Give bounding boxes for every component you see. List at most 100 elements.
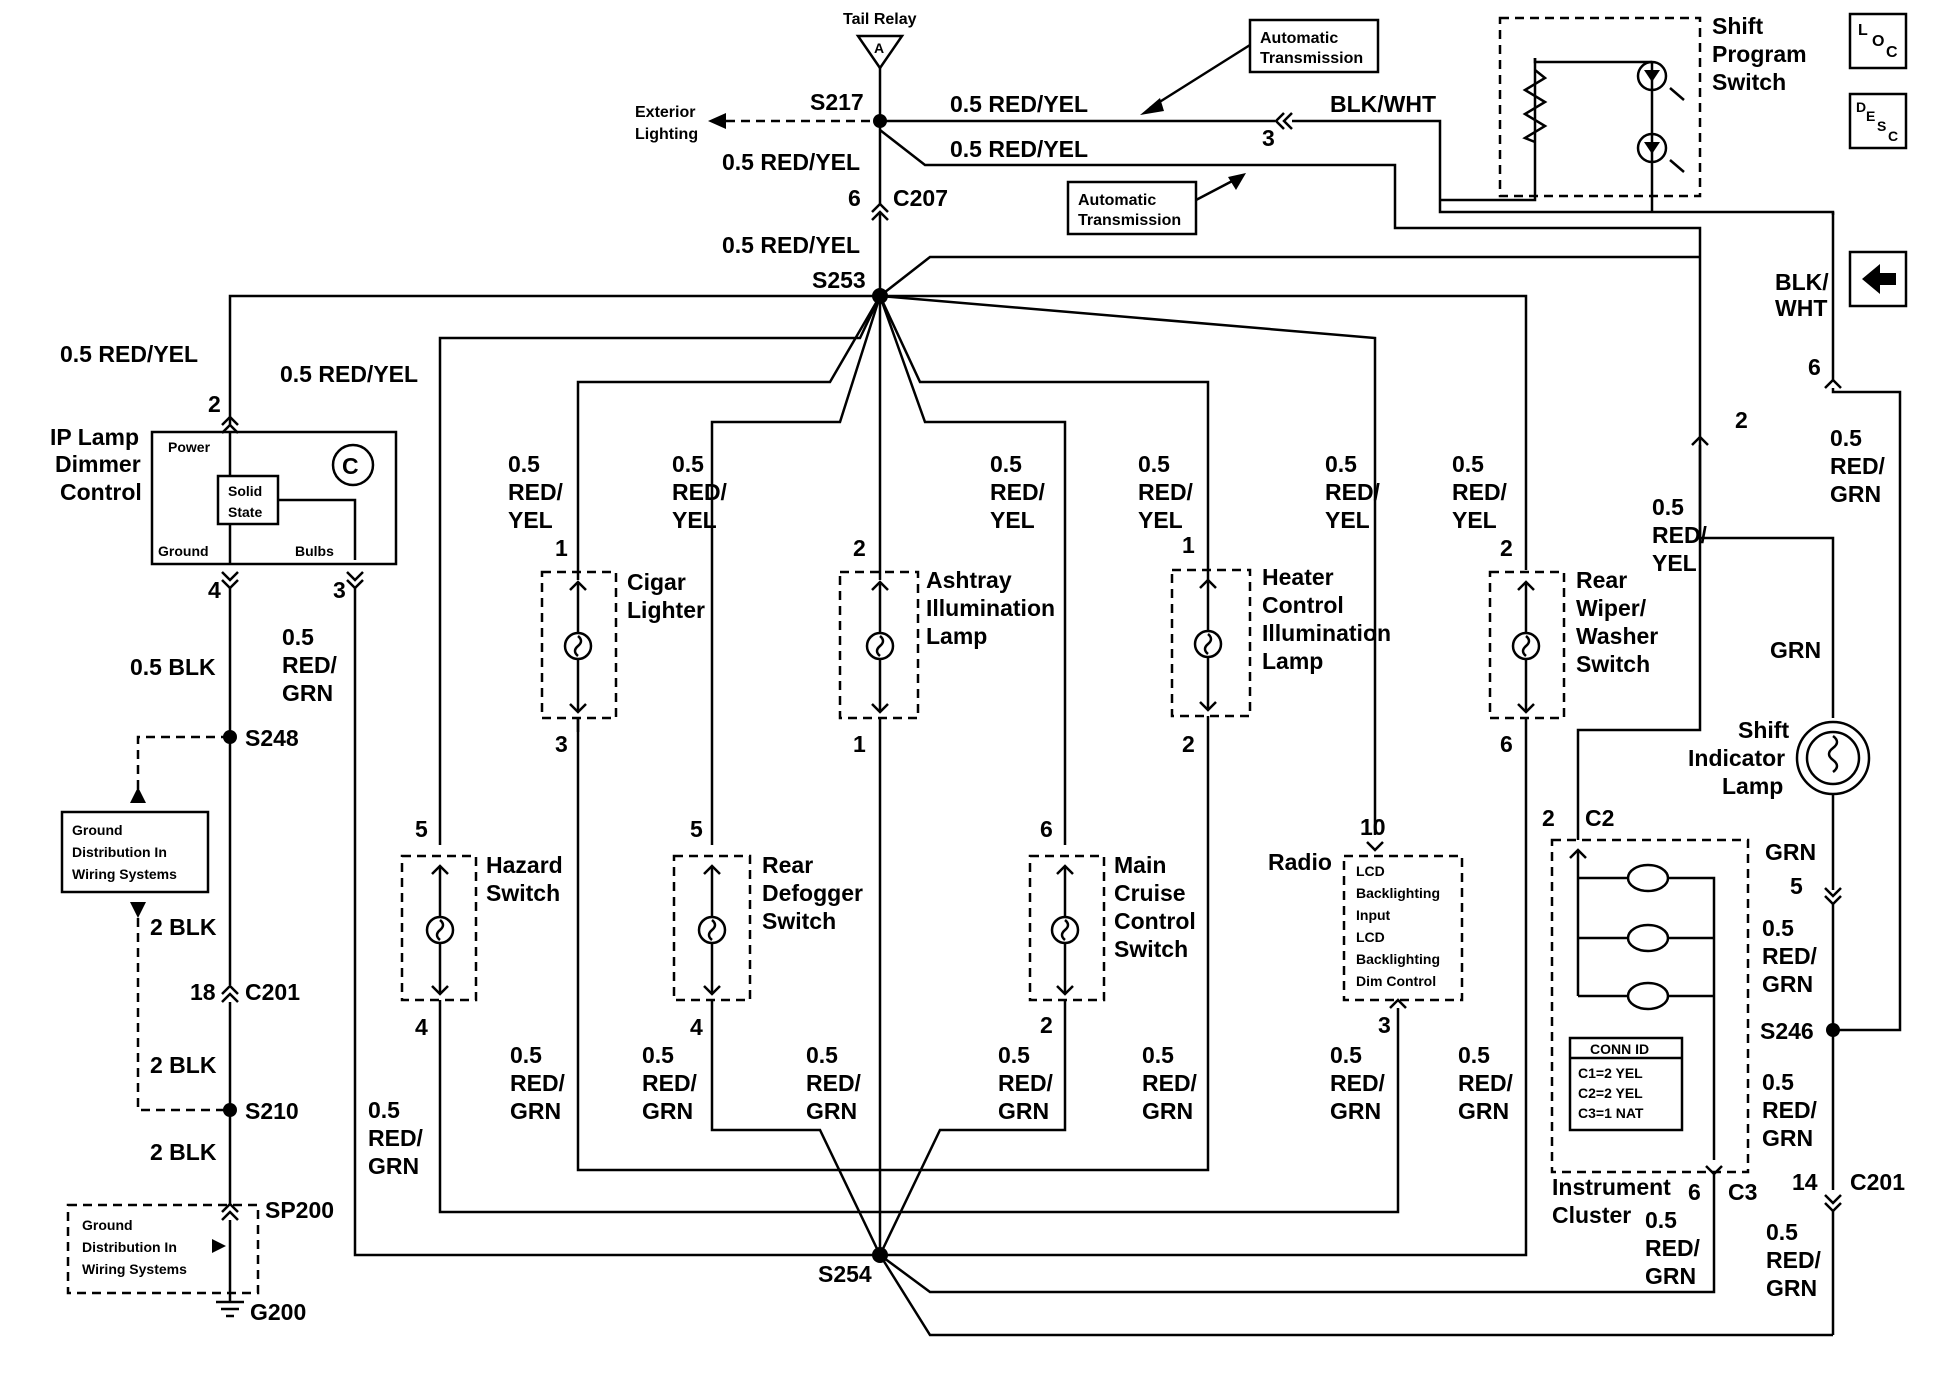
wire-label: RED/	[1766, 1247, 1822, 1273]
pin-label: 1	[555, 535, 568, 561]
automatic-transmission-box-1: Automatic Transmission	[1248, 18, 1380, 74]
svg-text:LCD: LCD	[1356, 929, 1385, 945]
wire-label: GRN	[510, 1098, 561, 1124]
pin-label: 6	[1500, 731, 1513, 757]
svg-text:Control: Control	[60, 479, 142, 505]
wire-label: 0.5	[806, 1042, 838, 1068]
svg-text:Distribution In: Distribution In	[82, 1239, 177, 1255]
wire-label: RED/	[1762, 943, 1818, 969]
wire-label: GRN	[1765, 839, 1816, 865]
svg-text:Tail Relay: Tail Relay	[843, 11, 917, 28]
svg-text:Control: Control	[1114, 908, 1196, 934]
wire-label: RED/	[510, 1070, 566, 1096]
wire-label: 0.5	[672, 451, 704, 477]
wire-label: GRN	[1770, 637, 1821, 663]
svg-text:C3=1 NAT: C3=1 NAT	[1578, 1105, 1644, 1121]
svg-text:Power: Power	[168, 439, 211, 455]
svg-text:Bulbs: Bulbs	[295, 543, 334, 559]
arrow-up-icon	[130, 787, 146, 803]
svg-text:Wiper/: Wiper/	[1576, 595, 1647, 621]
splice-s246	[1826, 1023, 1840, 1037]
wire-label: WHT	[1775, 295, 1827, 321]
wire-label: 0.5	[1138, 451, 1170, 477]
wire-label: RED/	[1645, 1235, 1701, 1261]
wire-label: RED/	[642, 1070, 698, 1096]
svg-text:D: D	[1856, 99, 1866, 115]
wire-label: RED/	[368, 1125, 424, 1151]
svg-text:Cigar: Cigar	[627, 569, 686, 595]
svg-text:S: S	[1877, 118, 1886, 134]
wire-label: RED/	[1330, 1070, 1386, 1096]
wire-label: RED/	[806, 1070, 862, 1096]
svg-text:Lamp: Lamp	[1262, 648, 1323, 674]
svg-text:Illumination: Illumination	[926, 595, 1055, 621]
rear-defogger-switch: Rear Defogger Switch	[672, 852, 863, 1002]
wire-label: 0.5	[508, 451, 540, 477]
wire-label: YEL	[1325, 507, 1370, 533]
wire-label: YEL	[508, 507, 553, 533]
pin-label: 2	[1500, 535, 1513, 561]
pin-label: 3	[1378, 1012, 1391, 1038]
shift-indicator-lamp: Shift Indicator Lamp	[1688, 717, 1871, 799]
svg-text:Defogger: Defogger	[762, 880, 863, 906]
wire-label: YEL	[672, 507, 717, 533]
svg-text:Lamp: Lamp	[926, 623, 987, 649]
wire-label: BLK/	[1775, 269, 1829, 295]
s246-label: S246	[1760, 1018, 1814, 1044]
c207-label: C207	[893, 185, 948, 211]
wire-label: 0.5	[1142, 1042, 1174, 1068]
svg-text:C: C	[1888, 128, 1898, 144]
wire-label: RED/	[1452, 479, 1508, 505]
svg-text:Wiring Systems: Wiring Systems	[72, 866, 177, 882]
wire-label: RED/	[1458, 1070, 1514, 1096]
splice-s210	[223, 1103, 237, 1117]
s210-label: S210	[245, 1098, 299, 1124]
pin-label: 6	[1688, 1179, 1701, 1205]
automatic-transmission-box-2: Automatic Transmission	[1066, 180, 1198, 236]
pin-label: 3	[555, 731, 568, 757]
svg-text:Lighting: Lighting	[635, 126, 698, 143]
c3-label: C3	[1728, 1179, 1757, 1205]
ground-distribution-box-2: Ground Distribution In Wiring Systems	[66, 1203, 260, 1295]
svg-text:Washer: Washer	[1576, 623, 1658, 649]
s253-label: S253	[812, 267, 866, 293]
c2-label: C2	[1585, 805, 1614, 831]
arrow-down-icon	[130, 902, 146, 918]
wire-label: GRN	[1645, 1263, 1696, 1289]
svg-text:Dim Control: Dim Control	[1356, 973, 1436, 989]
wire-label: 2 BLK	[150, 1139, 217, 1165]
wire-label: RED/	[1762, 1097, 1818, 1123]
wire-label: BLK/WHT	[1330, 91, 1436, 117]
svg-text:O: O	[1872, 33, 1884, 50]
arrow-icon	[1140, 98, 1164, 115]
svg-text:Main: Main	[1114, 852, 1166, 878]
pin-label: 2	[1040, 1012, 1053, 1038]
hazard-switch: Hazard Switch	[400, 852, 563, 1002]
c201-right-label: C201	[1850, 1169, 1905, 1195]
exterior-lighting-label: Exterior Lighting	[635, 104, 698, 143]
wire-label: 0.5	[1766, 1219, 1798, 1245]
pin-label: 4	[208, 577, 221, 603]
pin-label: 6	[1808, 354, 1821, 380]
pin-label: 4	[415, 1014, 428, 1040]
wire-label: 2 BLK	[150, 914, 217, 940]
pin-label: 4	[690, 1014, 703, 1040]
c207-pin: 6	[848, 185, 861, 211]
svg-text:Program: Program	[1712, 41, 1807, 67]
wire-label: 0.5	[1652, 494, 1684, 520]
wire-label: GRN	[1762, 1125, 1813, 1151]
svg-text:Transmission: Transmission	[1260, 50, 1363, 67]
instrument-cluster-label: Cluster	[1552, 1202, 1631, 1228]
wire-label: 2 BLK	[150, 1052, 217, 1078]
svg-text:LCD: LCD	[1356, 863, 1385, 879]
radio-label: Radio	[1268, 849, 1332, 875]
wire-label: GRN	[368, 1153, 419, 1179]
wire-label: GRN	[806, 1098, 857, 1124]
wire-label: RED/	[1830, 453, 1886, 479]
pin-label: 2	[208, 391, 221, 417]
ashtray-illumination-lamp: Ashtray Illumination Lamp	[838, 567, 1055, 720]
wire-label: 0.5	[998, 1042, 1030, 1068]
svg-text:Control: Control	[1262, 592, 1344, 618]
svg-text:Switch: Switch	[486, 880, 560, 906]
svg-text:Ground: Ground	[82, 1217, 133, 1233]
